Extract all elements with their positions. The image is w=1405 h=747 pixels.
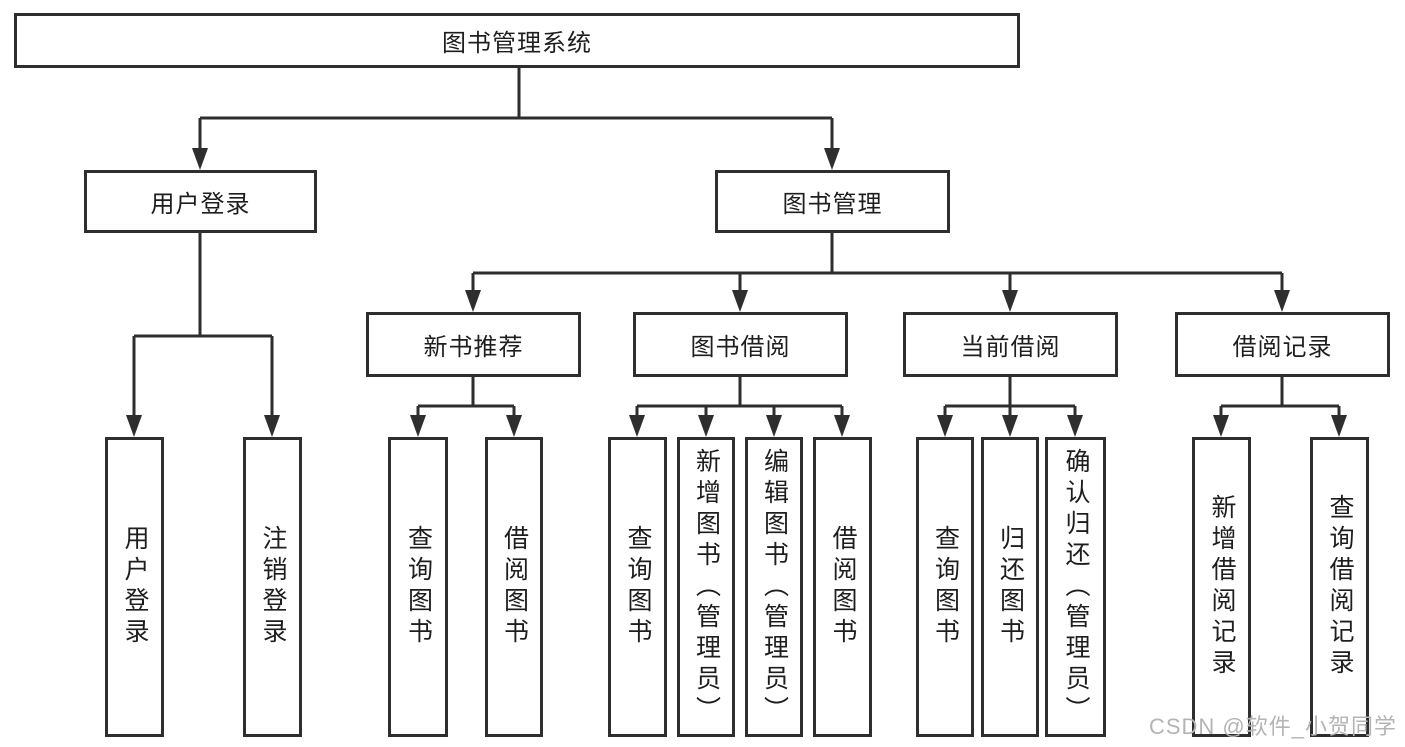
leaf-query-books-borrow-label: 查询图书	[624, 525, 652, 649]
leaf-add-borrow-record-label: 新增借阅记录	[1208, 494, 1236, 680]
leaf-borrow-books: 借阅图书	[813, 437, 872, 737]
node-user-login: 用户登录	[84, 170, 317, 233]
leaf-confirm-return-admin: 确认归还（管理员）	[1045, 437, 1106, 737]
arrowhead	[1274, 290, 1290, 312]
leaf-edit-book-admin-label: 编辑图书（管理员）	[760, 447, 789, 727]
leaf-return-book: 归还图书	[981, 437, 1039, 737]
arrowhead	[698, 415, 714, 437]
leaf-borrow-books-recommend: 借阅图书	[485, 437, 543, 737]
arrowhead	[465, 290, 481, 312]
arrowhead	[410, 415, 426, 437]
leaf-query-books-current: 查询图书	[916, 437, 974, 737]
node-current-borrow: 当前借阅	[903, 312, 1118, 377]
node-current-borrow-label: 当前借阅	[960, 334, 1061, 361]
leaf-logout-label: 注销登录	[259, 525, 287, 649]
leaf-add-borrow-record: 新增借阅记录	[1192, 437, 1251, 737]
leaf-logout: 注销登录	[243, 437, 302, 737]
arrowhead	[506, 415, 522, 437]
arrowhead	[264, 415, 280, 437]
arrowhead	[834, 415, 850, 437]
leaf-query-borrow-record-label: 查询借阅记录	[1326, 494, 1354, 680]
arrowhead	[937, 415, 953, 437]
arrowhead	[1213, 415, 1229, 437]
node-borrow-records-label: 借阅记录	[1232, 334, 1333, 361]
arrowhead	[192, 148, 208, 170]
arrowhead	[1002, 415, 1018, 437]
leaf-borrow-books-recommend-label: 借阅图书	[500, 525, 529, 649]
node-new-book-recommend-label: 新书推荐	[423, 334, 524, 361]
arrowhead	[126, 415, 142, 437]
node-book-borrow-label: 图书借阅	[690, 334, 791, 361]
node-book-management-label: 图书管理	[782, 191, 883, 218]
arrowhead	[1002, 290, 1018, 312]
leaf-query-books-current-label: 查询图书	[931, 525, 960, 649]
csdn-watermark: CSDN @软件_小贺同学	[1148, 714, 1397, 739]
leaf-borrow-books-label: 借阅图书	[829, 525, 857, 649]
arrowhead	[1331, 415, 1347, 437]
leaf-query-books-borrow: 查询图书	[608, 437, 667, 737]
node-book-borrow: 图书借阅	[633, 312, 848, 377]
arrowhead	[1067, 415, 1083, 437]
node-borrow-records: 借阅记录	[1175, 312, 1390, 377]
leaf-edit-book-admin: 编辑图书（管理员）	[745, 437, 803, 737]
leaf-return-book-label: 归还图书	[996, 525, 1025, 649]
leaf-query-books-recommend: 查询图书	[388, 437, 448, 737]
node-root-system-label: 图书管理系统	[442, 30, 592, 57]
node-new-book-recommend: 新书推荐	[366, 312, 581, 377]
arrowhead	[629, 415, 645, 437]
leaf-confirm-return-admin-label: 确认归还（管理员）	[1062, 447, 1090, 727]
node-root-system: 图书管理系统	[14, 13, 1020, 68]
leaf-query-borrow-record: 查询借阅记录	[1310, 437, 1369, 737]
node-book-management: 图书管理	[715, 170, 950, 233]
arrowhead	[824, 148, 840, 170]
leaf-user-login: 用户登录	[105, 437, 164, 737]
leaf-add-book-admin: 新增图书（管理员）	[677, 437, 735, 737]
node-user-login-label: 用户登录	[150, 191, 251, 218]
arrowhead	[732, 290, 748, 312]
leaf-add-book-admin-label: 新增图书（管理员）	[692, 447, 721, 727]
arrowhead	[766, 415, 782, 437]
leaf-query-books-recommend-label: 查询图书	[404, 525, 433, 649]
leaf-user-login-label: 用户登录	[121, 525, 149, 649]
